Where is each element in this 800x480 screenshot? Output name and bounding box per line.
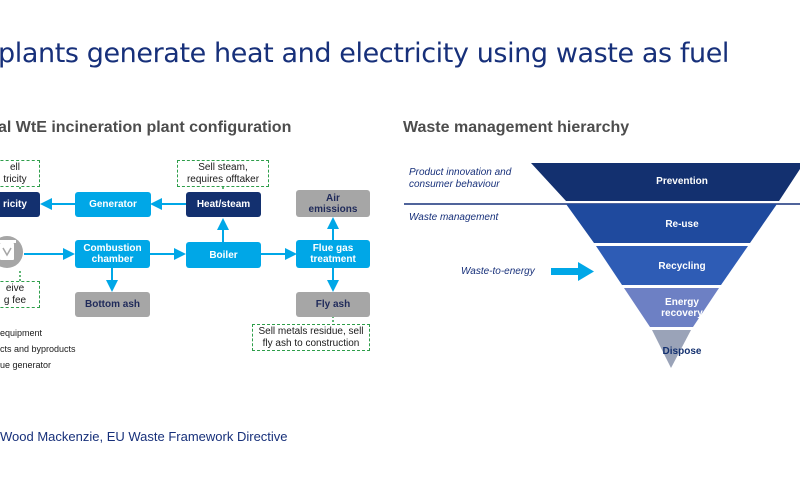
tier-label-reuse: Re-use (665, 219, 699, 230)
generator-box: Generator (75, 192, 151, 217)
boiler-box: Boiler (186, 242, 261, 268)
legend-item-equipment: equipment (0, 328, 43, 338)
flue-gas-treatment-box: Flue gas treatment (296, 240, 370, 268)
air-emissions-line-2: emissions (308, 203, 358, 215)
note-sell-metals: Sell metals residue, sell fly ash to con… (252, 324, 370, 351)
combustion-chamber-box: Combustion chamber (75, 240, 150, 268)
note-sell-steam: Sell steam, requires offtaker (177, 160, 269, 187)
air-emissions-line-1: Air (326, 192, 340, 204)
tier-label-prevention: Prevention (656, 176, 708, 187)
tier-energy-recovery (624, 288, 719, 327)
note-sell-metals-line-1: Sell metals residue, sell (258, 325, 364, 337)
note-sell-electricity-line-1: ell (9, 161, 20, 173)
heat-steam-box: Heat/steam (186, 192, 261, 217)
combustion-line-1: Combustion (83, 243, 142, 254)
legend-item-revenue: ue generator (0, 360, 52, 370)
note-sell-electricity: ell tricity (0, 160, 40, 187)
legend-item-products: cts and byproducts (0, 344, 76, 354)
label-product-innovation: Product innovation and consumer behaviou… (409, 167, 511, 191)
note-sell-electricity-line-2: tricity (3, 173, 27, 185)
electricity-box: ricity (0, 192, 40, 217)
note-receive-fee: eive g fee (0, 281, 40, 308)
waste-bin-icon (0, 236, 23, 268)
tier-label-recycling: Recycling (658, 261, 706, 272)
label-product-innovation-line-2: consumer behaviour (409, 179, 500, 190)
note-receive-fee-line-2: g fee (3, 294, 27, 306)
section-title-plant-config: al WtE incineration plant configuration (0, 119, 292, 136)
tier-dispose (652, 330, 691, 368)
tier-reuse (566, 204, 777, 243)
air-emissions-box: Air emissions (296, 190, 370, 217)
bottom-ash-box: Bottom ash (75, 292, 150, 317)
flue-gas-line-1: Flue gas (312, 243, 354, 254)
flue-gas-line-2: treatment (310, 254, 356, 265)
tier-label-energy-recovery-line-1: Energy (665, 297, 699, 308)
fly-ash-box: Fly ash (296, 292, 370, 317)
note-sell-steam-line-2: requires offtaker (186, 173, 260, 185)
section-title-waste-hierarchy: Waste management hierarchy (403, 119, 630, 136)
label-waste-management: Waste management (409, 212, 499, 223)
note-receive-fee-line-1: eive (5, 282, 25, 294)
tier-recycling (596, 246, 748, 285)
waste-to-energy-arrow-icon (551, 262, 594, 281)
tier-prevention (531, 163, 800, 201)
tier-label-dispose: Dispose (662, 346, 702, 357)
note-sell-metals-line-2: fly ash to construction (262, 337, 360, 349)
source-note: Wood Mackenzie, EU Waste Framework Direc… (0, 429, 288, 444)
tier-label-energy-recovery-line-2: recovery (661, 308, 703, 319)
tier-label-energy-recovery: Energy recovery (612, 297, 752, 319)
page-title: plants generate heat and electricity usi… (0, 38, 730, 69)
combustion-line-2: chamber (91, 254, 134, 265)
label-waste-to-energy: Waste-to-energy (461, 266, 535, 277)
note-sell-steam-line-1: Sell steam, (198, 161, 248, 173)
label-product-innovation-line-1: Product innovation and (409, 167, 512, 178)
